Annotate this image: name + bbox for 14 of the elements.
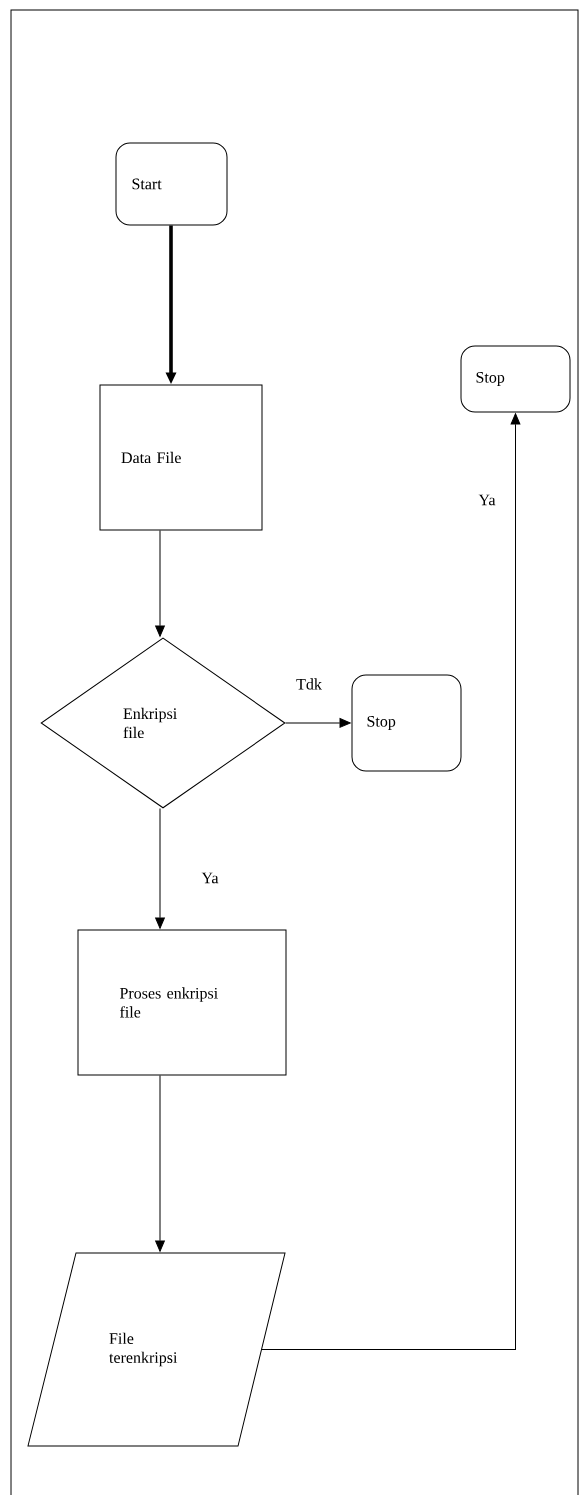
arrow — [155, 530, 165, 637]
edge-label: Ya — [477, 493, 497, 507]
terminal-box: Stop — [351, 674, 462, 772]
terminal-box: Stop — [460, 345, 571, 413]
process-box: Proses enkripsi file — [77, 929, 287, 1076]
edge-label: Ya — [200, 871, 220, 885]
arrow — [155, 808, 165, 929]
edge-label: Tdk — [295, 677, 323, 691]
arrow — [155, 1075, 165, 1252]
data-parallelogram: File terenkripsi — [27, 1252, 286, 1447]
arrow — [261, 413, 521, 1350]
terminal-box: Start — [115, 142, 228, 226]
arrow — [285, 718, 351, 728]
process-box: Data File — [99, 384, 263, 531]
